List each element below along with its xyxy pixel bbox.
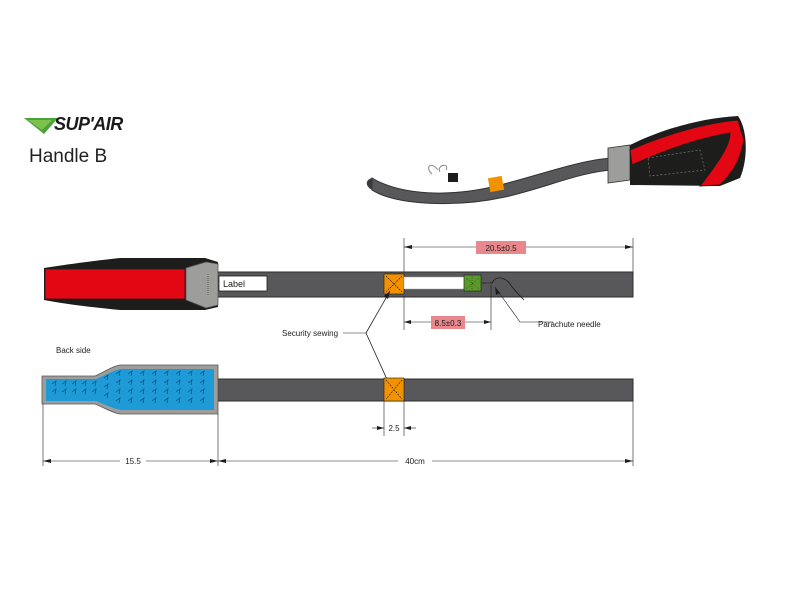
back-view (41, 364, 634, 415)
dimension-top-overall: 20.5±0.5 (403, 238, 634, 272)
front-view: Label (44, 258, 634, 310)
dimension-gap: 2.5 (372, 401, 416, 436)
needle-channel (403, 276, 465, 290)
supair-logo: SUP'AIR (24, 112, 144, 138)
handle-perspective-illustration (366, 116, 746, 205)
logo-text: SUP'AIR (54, 114, 123, 134)
back-strap (217, 378, 634, 402)
dimension-needle-span: 8.5±0.3 (403, 285, 492, 330)
back-grip-blue (46, 369, 214, 410)
back-side-text: Back side (56, 346, 91, 355)
callout-parachute-needle: Parachute needle (494, 286, 601, 329)
front-grip-red (44, 268, 186, 300)
dim-grip-length-text: 15.5 (125, 457, 141, 466)
label-tag (218, 275, 268, 292)
front-grip-grey (185, 261, 219, 309)
tolerance-badge (476, 241, 526, 254)
security-sewing-text: Security sewing (282, 329, 338, 338)
tolerance-badge (431, 316, 465, 329)
page-title: Handle B (29, 146, 108, 167)
parachute-needle-text: Parachute needle (538, 320, 601, 329)
dim-needle-span-text: 8.5±0.3 (435, 319, 462, 328)
dimension-bottom: 15.5 40cm (42, 401, 634, 467)
logo-mark-icon (24, 118, 58, 134)
dim-strap-length-text: 40cm (405, 457, 425, 466)
parachute-needle-icon (482, 277, 525, 301)
dim-gap-text: 2.5 (388, 424, 400, 433)
dim-top-overall-text: 20.5±0.5 (485, 244, 517, 253)
callout-security-sewing: Security sewing (282, 290, 391, 387)
label-tag-text: Label (223, 279, 245, 289)
